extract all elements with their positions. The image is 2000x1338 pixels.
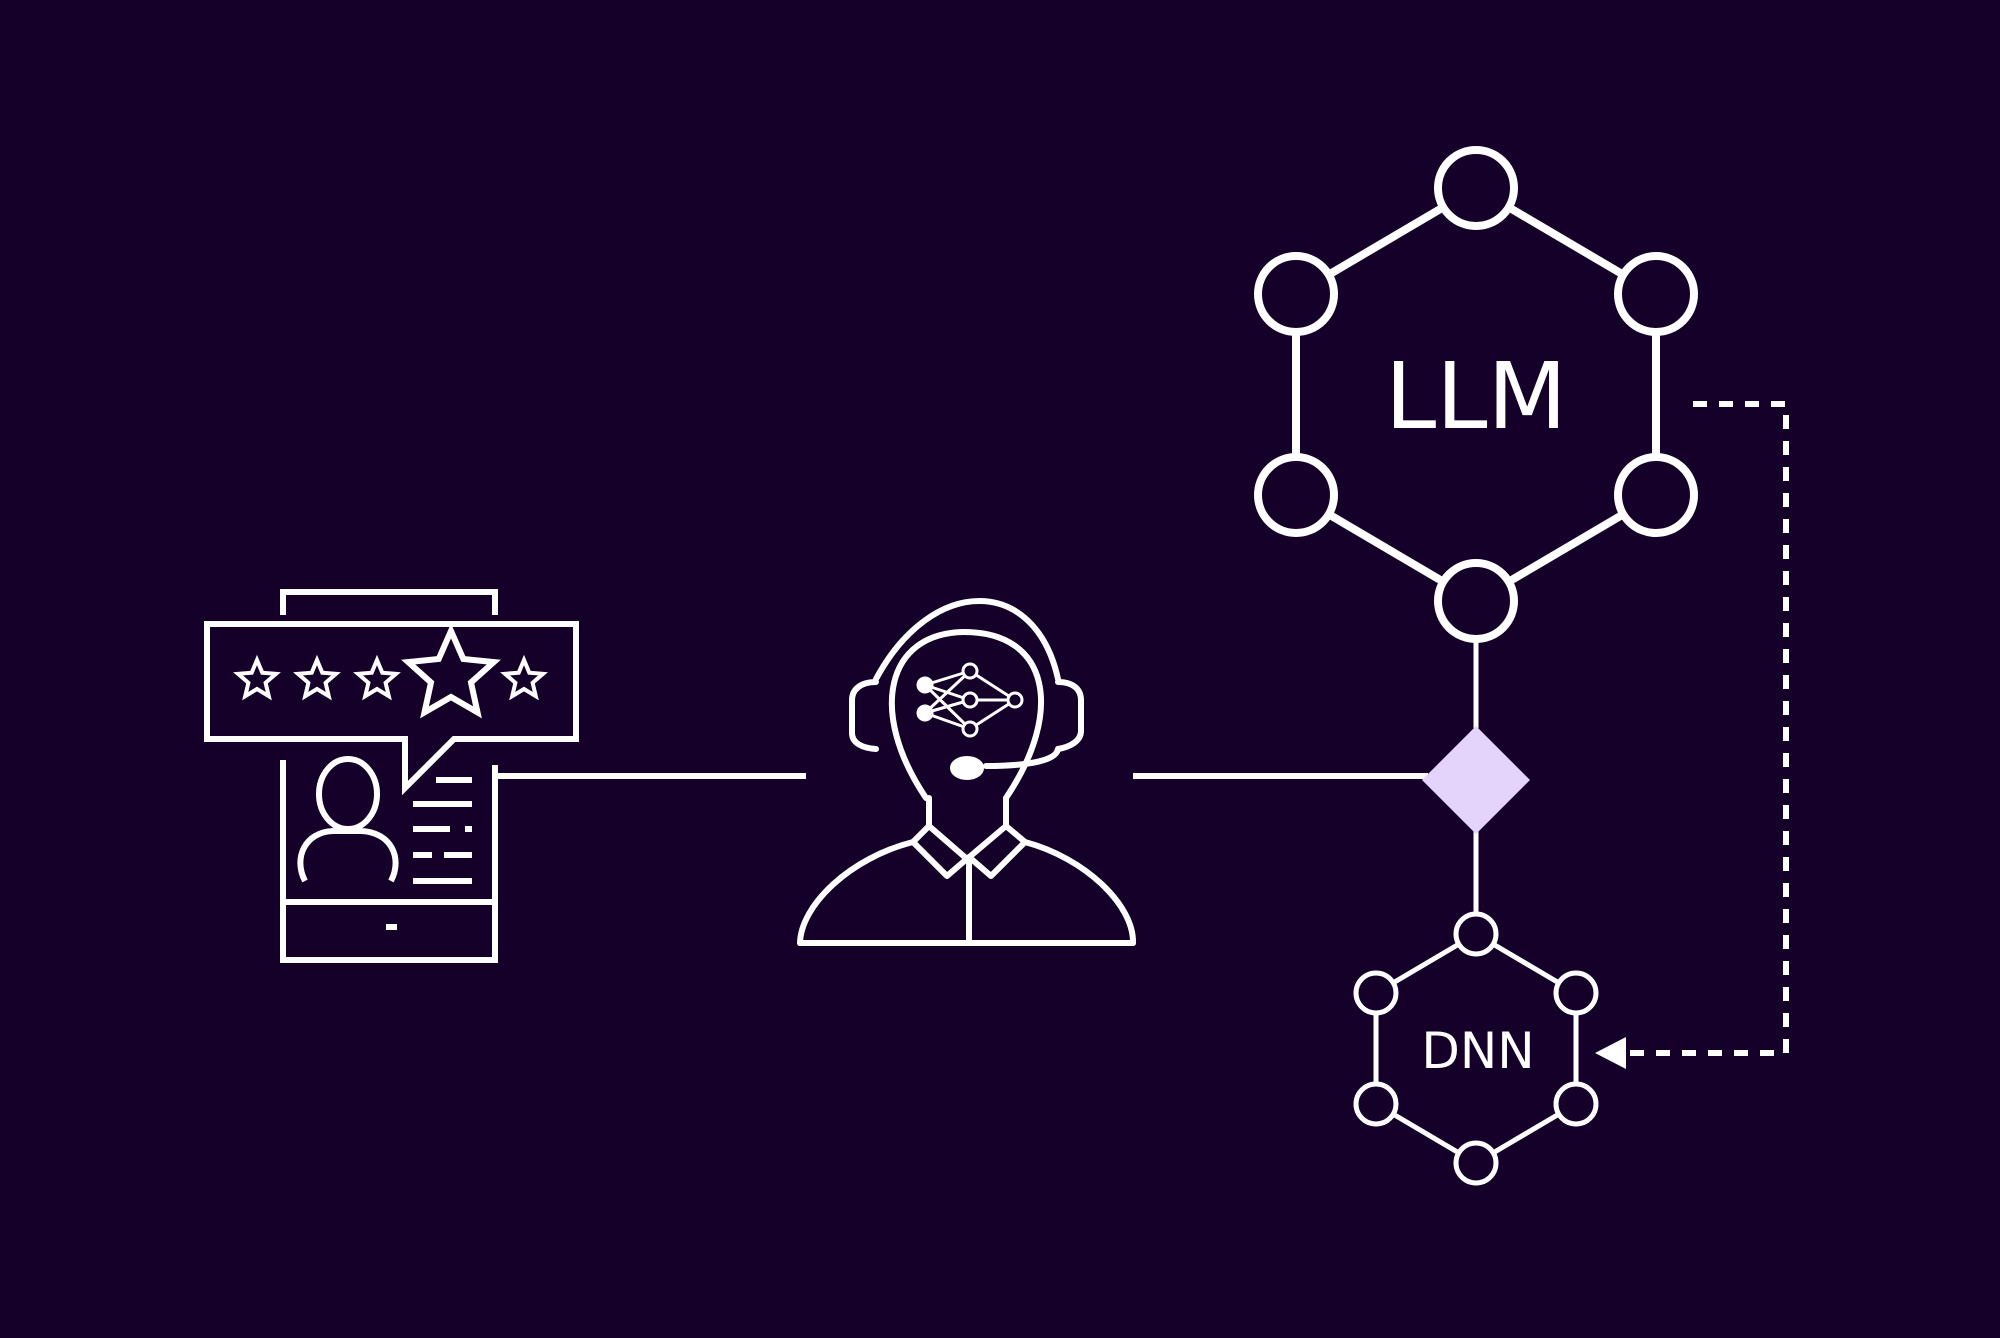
dnn-node (1553, 970, 1599, 1016)
rating-stars (233, 623, 548, 719)
llm-node (1614, 453, 1698, 537)
feedback-arrow-icon (1595, 401, 1789, 1069)
llm-node (1614, 252, 1698, 336)
dnn-node (1553, 1081, 1599, 1127)
dnn-node (1453, 1140, 1499, 1186)
star-icon (233, 654, 281, 701)
dnn-label: DNN (1421, 1022, 1534, 1080)
review-text-lines (413, 777, 472, 884)
star-icon (293, 654, 341, 701)
llm-label: LLM (1385, 343, 1567, 450)
review-phone-icon (204, 589, 579, 963)
ai-support-agent-icon (797, 598, 1137, 946)
star-icon (353, 654, 401, 701)
dnn-graph-icon (1353, 911, 1599, 1186)
llm-node (1254, 453, 1338, 537)
dnn-node (1353, 1081, 1399, 1127)
llm-node (1434, 559, 1518, 643)
llm-graph-icon (1254, 146, 1698, 643)
decision-diamond-icon (1422, 726, 1530, 834)
star-icon (500, 654, 548, 701)
dnn-node (1353, 970, 1399, 1016)
llm-node (1434, 146, 1518, 230)
user-avatar-icon (297, 756, 399, 883)
dnn-node (1453, 911, 1499, 957)
llm-node (1254, 252, 1338, 336)
rating-bubble (204, 621, 579, 796)
neural-network-icon (916, 662, 1024, 738)
star-icon-highlighted (401, 623, 501, 719)
